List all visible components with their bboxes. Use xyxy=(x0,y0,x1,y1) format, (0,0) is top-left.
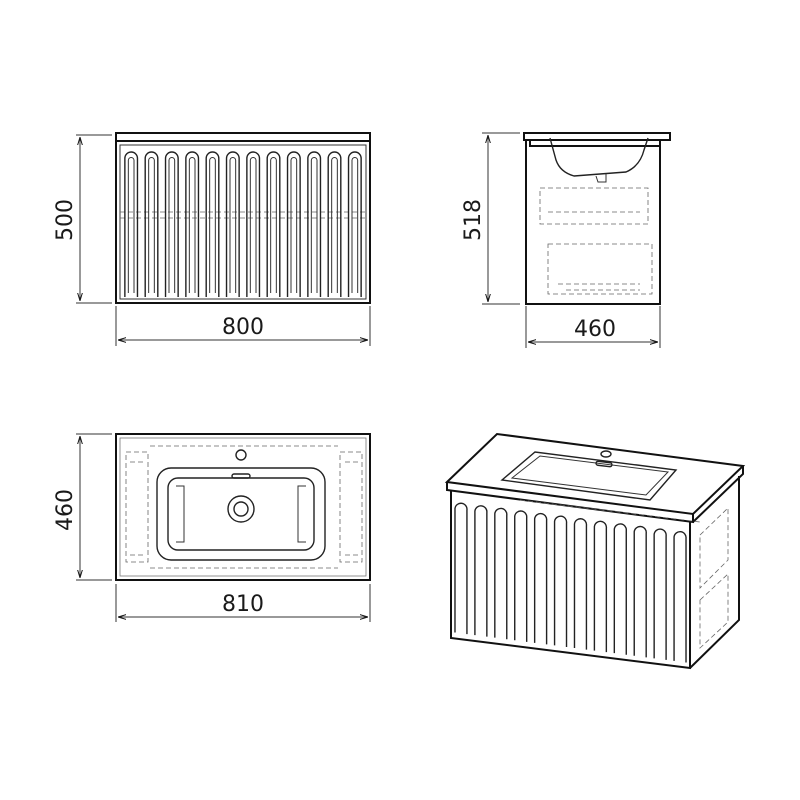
front-flute-groove xyxy=(347,151,362,297)
iso-flute-grooves xyxy=(454,502,687,663)
front-flute-groove xyxy=(144,151,159,297)
top-drain-inner xyxy=(233,501,249,517)
iso-flute-groove xyxy=(514,510,528,642)
front-countertop xyxy=(115,132,371,142)
side-cabinet-body xyxy=(525,139,661,305)
front-flute-groove xyxy=(185,151,200,297)
top-depth-label: 460 xyxy=(53,489,78,531)
iso-basin-inner xyxy=(510,455,670,496)
iso-cabinet-front xyxy=(450,490,691,670)
front-flute-groove-inner xyxy=(331,157,338,293)
front-flute-groove-inner xyxy=(188,157,196,293)
iso-flute-groove xyxy=(494,507,508,640)
front-flute-groove xyxy=(225,151,240,297)
front-flute-groove-inner xyxy=(270,157,277,293)
iso-flute-groove xyxy=(474,505,488,637)
iso-overflow-slot xyxy=(595,460,613,468)
front-flute-grooves xyxy=(124,151,362,297)
iso-flute-groove xyxy=(633,525,647,658)
front-cabinet-body xyxy=(115,140,371,304)
front-flute-groove xyxy=(164,151,179,297)
side-depth-label: 460 xyxy=(574,317,616,342)
front-flute-groove-inner xyxy=(351,157,359,293)
front-flute-groove-inner xyxy=(310,157,318,293)
front-flute-groove xyxy=(307,151,322,297)
iso-flute-groove xyxy=(593,520,608,653)
front-flute-groove-inner xyxy=(148,157,155,293)
front-height-label: 500 xyxy=(53,199,78,241)
iso-flute-groove xyxy=(653,528,667,660)
front-flute-groove-inner xyxy=(168,157,176,293)
front-flute-groove xyxy=(246,151,261,297)
front-flute-groove xyxy=(124,151,139,297)
side-view: 518 460 xyxy=(461,132,671,348)
top-basin-outer xyxy=(156,467,326,561)
iso-tap-hole xyxy=(600,450,612,458)
front-view: 500 800 xyxy=(53,132,371,346)
top-overflow-slot xyxy=(231,473,251,479)
iso-flute-groove xyxy=(613,523,627,655)
front-flute-groove xyxy=(205,151,220,297)
front-flute-groove xyxy=(327,151,342,297)
iso-flute-groove xyxy=(533,512,548,645)
front-flute-groove-inner xyxy=(290,157,298,293)
front-flute-groove-inner xyxy=(229,157,237,293)
iso-flute-groove xyxy=(573,518,588,650)
front-width-label: 800 xyxy=(222,315,264,340)
top-outline xyxy=(115,433,371,581)
side-height-label: 518 xyxy=(461,199,486,241)
front-flute-groove-inner xyxy=(127,157,135,293)
top-view: 460 810 xyxy=(53,433,371,622)
top-basin-inner xyxy=(167,477,315,551)
iso-countertop-top xyxy=(444,432,746,516)
top-drain-outer xyxy=(227,495,255,523)
iso-flute-groove xyxy=(454,502,468,635)
front-flute-groove xyxy=(286,151,301,297)
iso-basin-outer xyxy=(500,451,678,501)
front-flute-groove xyxy=(266,151,281,297)
isometric-view xyxy=(444,432,746,670)
top-width-label: 810 xyxy=(222,592,264,617)
side-basin-profile xyxy=(549,137,649,177)
iso-countertop-front xyxy=(446,482,694,524)
front-flute-groove-inner xyxy=(209,157,216,293)
top-tap-hole xyxy=(235,449,247,461)
iso-flute-groove xyxy=(673,531,687,663)
iso-flute-groove xyxy=(553,515,568,647)
front-flute-groove-inner xyxy=(249,157,257,293)
iso-cabinet-side xyxy=(689,476,740,669)
